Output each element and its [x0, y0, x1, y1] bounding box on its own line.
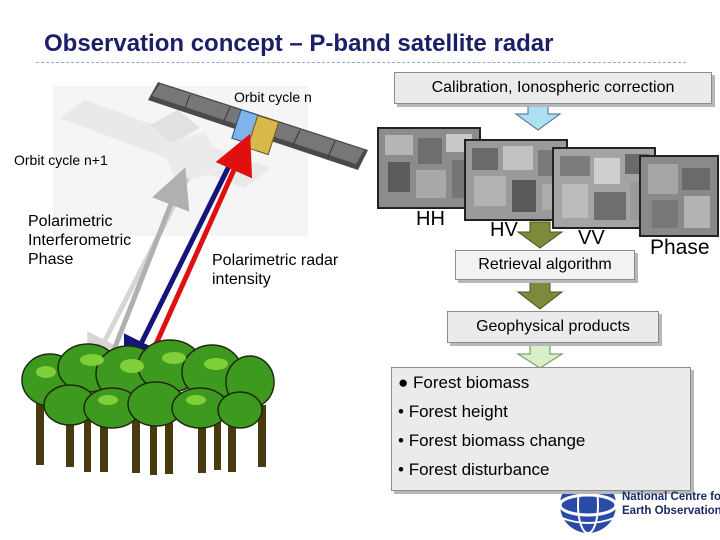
orbit-cycle-n1-label: Orbit cycle n+1	[14, 152, 108, 168]
grey-beam-up	[107, 167, 190, 361]
sar-image-hh	[377, 127, 481, 209]
page-title: Observation concept – P-band satellite r…	[44, 30, 554, 57]
pol-interf-label: Polarimetric Interferometric Phase	[28, 213, 132, 268]
arrow-to-products	[516, 279, 564, 310]
channel-hh-label: HH	[416, 208, 445, 230]
sar-image-phase	[639, 155, 719, 237]
forest-icon	[21, 339, 275, 475]
channel-phase-label: Phase	[650, 236, 710, 259]
nceo-logo-text: National Centre for Earth Observation	[622, 491, 720, 517]
product-list: ● Forest biomass • Forest height • Fores…	[391, 367, 691, 491]
list-item: • Forest disturbance	[398, 460, 550, 479]
arrow-to-images	[514, 103, 562, 131]
pol-radar-label: Polarimetric radar intensity	[212, 252, 339, 288]
retrieval-algorithm-box: Retrieval algorithm	[455, 250, 635, 280]
arrow-to-list	[516, 344, 564, 369]
title-underline	[36, 62, 686, 63]
channel-hv-label: HV	[490, 219, 518, 241]
satellite-icon	[148, 82, 368, 170]
arrow-to-retrieval	[516, 221, 564, 249]
orbit-cycle-n-label: Orbit cycle n	[234, 89, 312, 105]
list-item: • Forest height	[398, 402, 508, 421]
blue-beam-down	[123, 158, 235, 378]
sar-image-hv	[464, 139, 568, 221]
calibration-box: Calibration, Ionospheric correction	[394, 72, 712, 104]
geophysical-products-box: Geophysical products	[447, 311, 659, 343]
list-item: ● Forest biomass	[398, 373, 530, 392]
channel-vv-label: VV	[578, 227, 605, 249]
red-beam-up	[145, 133, 253, 364]
list-item: • Forest biomass change	[398, 431, 586, 450]
